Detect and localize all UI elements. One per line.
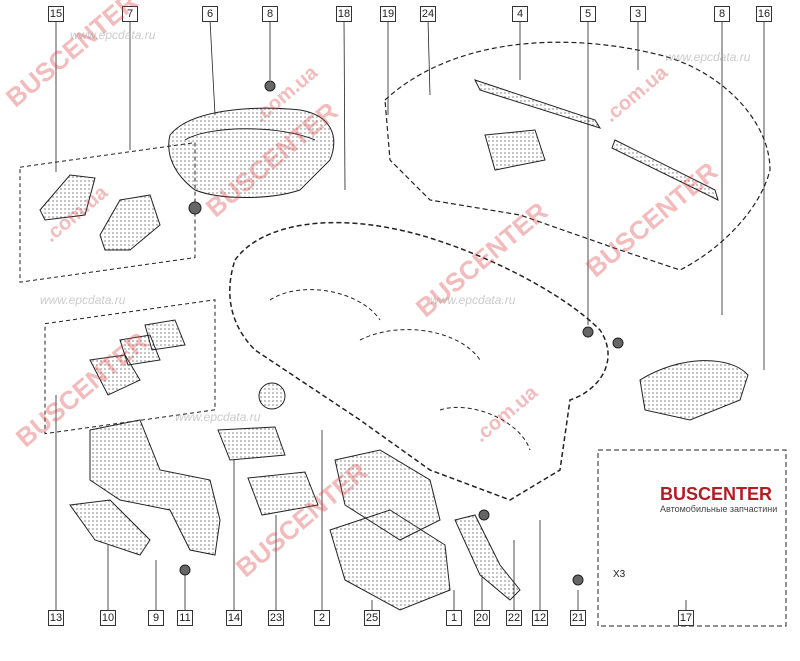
lower-cover xyxy=(69,499,151,556)
callout-18: 18 xyxy=(336,6,352,22)
callout-9: 9 xyxy=(148,610,164,626)
callout-25: 25 xyxy=(364,610,380,626)
callout-11: 11 xyxy=(177,610,193,626)
clip xyxy=(572,574,584,586)
right-lower-cover xyxy=(639,360,749,421)
callout-7: 7 xyxy=(122,6,138,22)
left-trim-piece xyxy=(39,174,96,221)
storage-box xyxy=(217,426,286,461)
upper-dash-panel xyxy=(384,41,771,271)
cluster-hood xyxy=(168,107,335,198)
screw xyxy=(264,80,276,92)
callout-19: 19 xyxy=(380,6,396,22)
speaker-grille xyxy=(258,382,286,410)
clip xyxy=(582,326,594,338)
callout-17: 17 xyxy=(678,610,694,626)
callout-3: 3 xyxy=(630,6,646,22)
left-trim-piece-2 xyxy=(99,194,161,251)
callout-22: 22 xyxy=(506,610,522,626)
callout-2: 2 xyxy=(314,610,330,626)
callout-15: 15 xyxy=(48,6,64,22)
dashboard-carrier xyxy=(229,221,609,501)
callout-20: 20 xyxy=(474,610,490,626)
center-panel xyxy=(484,129,546,171)
brand-logo-name: BUSCENTER xyxy=(660,484,773,504)
side-trim xyxy=(454,514,521,601)
callout-8: 8 xyxy=(262,6,278,22)
screw xyxy=(188,201,202,215)
callout-6: 6 xyxy=(202,6,218,22)
defroster-strip-right xyxy=(611,139,719,201)
screw xyxy=(179,564,191,576)
callout-24: 24 xyxy=(420,6,436,22)
clip xyxy=(478,509,490,521)
callout-12: 12 xyxy=(532,610,548,626)
storage-tray xyxy=(247,471,319,516)
callout-14: 14 xyxy=(226,610,242,626)
lower-left-panel xyxy=(89,419,221,556)
callout-13: 13 xyxy=(48,610,64,626)
glovebox-door xyxy=(334,449,441,541)
defroster-strip xyxy=(474,79,602,129)
callout-5: 5 xyxy=(580,6,596,22)
callout-4: 4 xyxy=(512,6,528,22)
callout-10: 10 xyxy=(100,610,116,626)
callout-23: 23 xyxy=(268,610,284,626)
callout-8b: 8 xyxy=(714,6,730,22)
screw xyxy=(612,337,624,349)
callout-21: 21 xyxy=(570,610,586,626)
brand-logo-tagline: Автомобильные запчастини xyxy=(660,504,778,514)
callout-16: 16 xyxy=(756,6,772,22)
callout-1: 1 xyxy=(446,610,462,626)
quantity-note: X3 xyxy=(613,569,626,580)
vent-right xyxy=(144,319,186,351)
